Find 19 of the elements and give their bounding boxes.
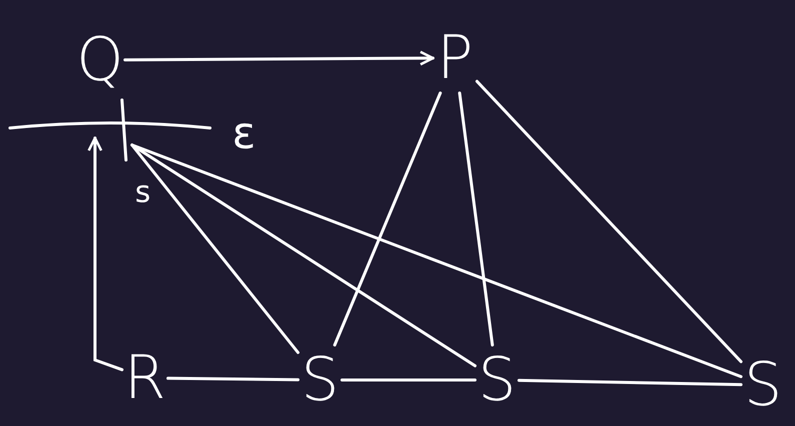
line [458,92,494,346]
math-symbol: R [122,343,168,413]
math-label: ε [232,112,256,156]
math-symbol: S [298,345,342,415]
line [130,144,476,368]
arrow [124,50,434,66]
line [476,80,742,364]
math-symbol: S [741,350,785,420]
math-label: s [135,178,151,208]
line [166,376,300,382]
line [518,378,742,386]
line [130,144,300,354]
arrow [88,136,124,372]
line [340,378,476,382]
line [130,144,742,378]
math-symbol: S [475,345,519,415]
math-symbol: Q [75,25,125,95]
math-symbol: P [433,23,477,93]
line [333,92,442,346]
